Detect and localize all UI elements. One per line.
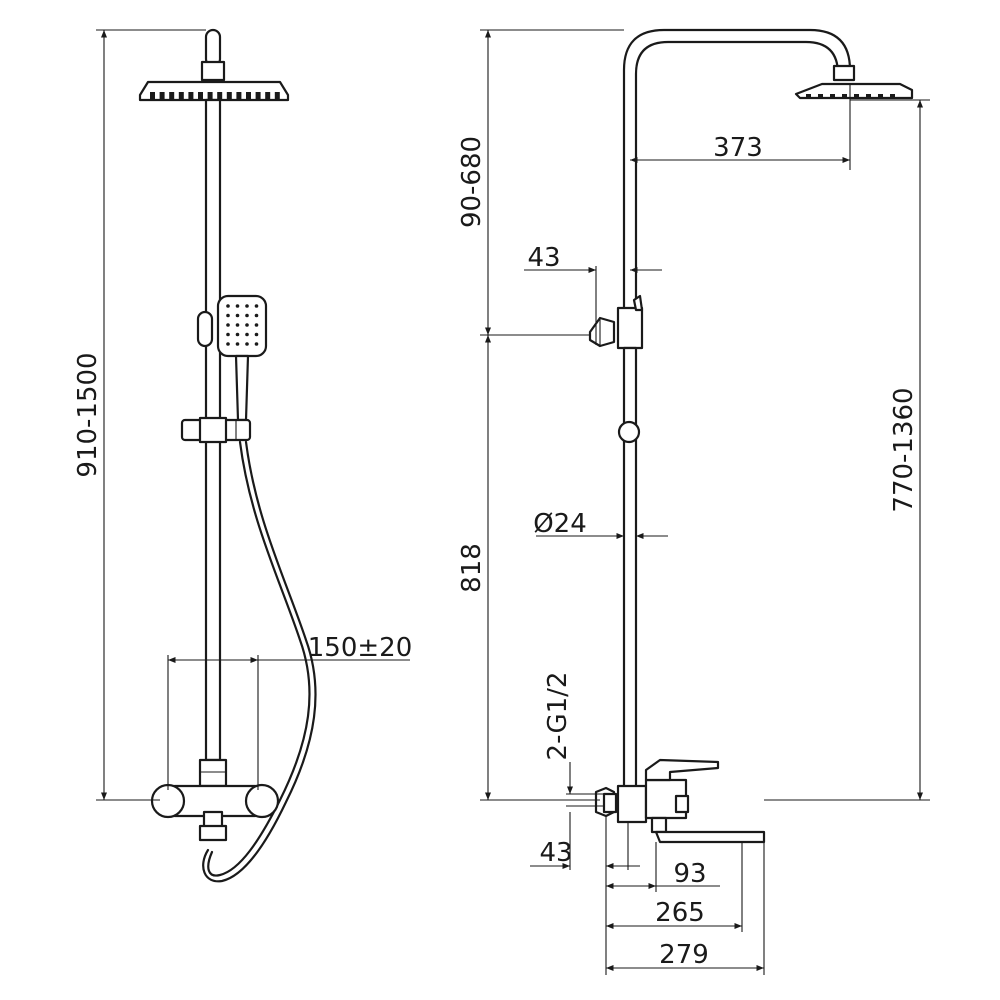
hand-shower-dot (226, 342, 230, 346)
hand-shower-dot (245, 304, 249, 308)
hand-shower-dot (254, 342, 259, 346)
dim-left-handle-spacing: 150±20 (308, 633, 413, 663)
hand-shower-dot (226, 332, 230, 337)
dim-right-lower-height: 818 (457, 543, 487, 593)
dim-right-bracket-offset: 43 (527, 243, 560, 273)
hand-shower-dot (235, 304, 240, 308)
diverter (588, 294, 644, 350)
nozzle (150, 92, 155, 100)
riser-top (204, 28, 222, 68)
nozzle (198, 92, 203, 100)
nozzle (169, 92, 175, 100)
slide-holder (180, 416, 252, 444)
hand-shower-dot (226, 323, 230, 327)
wall-bracket (196, 310, 214, 348)
nozzle (246, 92, 251, 100)
nozzle (159, 92, 165, 100)
head-connector (200, 60, 226, 82)
lower-pipe (622, 346, 638, 790)
nozzle (890, 94, 895, 98)
nozzle (265, 92, 271, 100)
side-slide-holder (617, 420, 641, 444)
shower-hose (207, 440, 311, 877)
overhead-shower-head (138, 80, 290, 102)
nozzle (806, 94, 811, 98)
hand-shower-dot (235, 332, 240, 337)
dim-right-head-height: 770-1360 (889, 387, 919, 512)
side-shower-head (794, 82, 914, 100)
nozzle (830, 94, 835, 98)
nozzle (188, 92, 194, 100)
dim-right-inlet-thread: 2-G1/2 (543, 672, 573, 761)
hand-shower-dot (226, 304, 230, 308)
front-view: 910-1500 150±20 (73, 28, 413, 883)
hand-shower-dot (226, 313, 230, 318)
hand-shower-dot (235, 342, 240, 346)
hand-shower-dot (245, 342, 249, 346)
hand-shower-dot (245, 323, 249, 327)
nozzle (842, 94, 847, 98)
nozzle (178, 92, 184, 100)
dim-left-total-height: 910-1500 (73, 352, 103, 477)
dim-right-inlet-offset: 43 (539, 838, 572, 868)
shower-arm (622, 28, 852, 332)
dim-right-pipe-diameter: Ø24 (533, 509, 587, 539)
dim-right-total-depth: 279 (659, 940, 709, 970)
hand-shower-dot (245, 313, 249, 318)
hand-shower-dot (254, 332, 259, 337)
dim-right-body-depth: 93 (673, 859, 706, 889)
nozzle (818, 94, 823, 98)
side-view: 90-680 818 770-1360 373 43 Ø24 2-G1/2 43 (457, 28, 930, 975)
nozzle (878, 94, 883, 98)
nozzle (217, 92, 223, 100)
shower-arm-inner (634, 40, 840, 332)
hand-shower-dot (254, 313, 259, 318)
nozzle (226, 92, 232, 100)
hand-shower-dot (245, 332, 249, 337)
nozzle (236, 92, 242, 100)
dim-right-top-height: 90-680 (457, 136, 487, 228)
shower-hose-outer (202, 440, 317, 883)
hand-shower-dot (235, 323, 240, 327)
hand-shower-dot (254, 323, 259, 327)
nozzle (854, 94, 859, 98)
nozzle (866, 94, 871, 98)
side-head-connector (832, 64, 856, 82)
side-mixer (594, 758, 766, 844)
nozzle (255, 92, 261, 100)
mixer-body (150, 758, 280, 842)
hand-shower (216, 294, 268, 422)
hand-shower-dot (254, 304, 259, 308)
dim-right-head-reach: 373 (713, 133, 763, 163)
nozzle (207, 92, 213, 100)
nozzle (274, 92, 280, 100)
hand-shower-dot (235, 313, 240, 318)
dim-right-spout-reach: 265 (655, 898, 705, 928)
